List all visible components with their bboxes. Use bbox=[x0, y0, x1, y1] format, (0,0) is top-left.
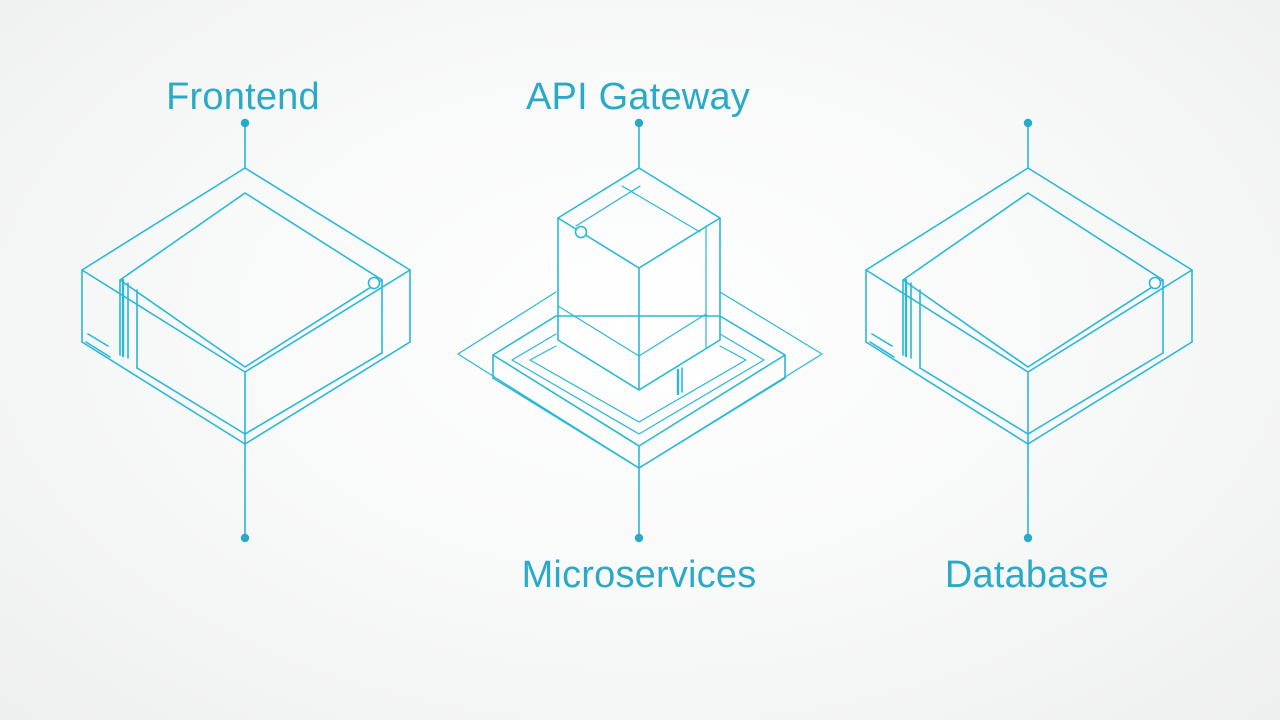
frontend-bottom-dot bbox=[240, 533, 250, 543]
gateway-top-dot bbox=[634, 118, 644, 128]
api-gateway-label: API Gateway bbox=[526, 76, 750, 118]
frontend-label: Frontend bbox=[166, 76, 320, 118]
database-top-dot bbox=[1023, 118, 1033, 128]
api-gateway-tower bbox=[457, 118, 823, 543]
database-server-box bbox=[865, 118, 1193, 543]
microservices-dot bbox=[634, 533, 644, 543]
frontend-top-dot bbox=[240, 118, 250, 128]
database-bottom-dot bbox=[1023, 533, 1033, 543]
frontend-server-box bbox=[81, 118, 411, 543]
database-label: Database bbox=[944, 554, 1110, 596]
microservices-label: Microservices bbox=[521, 554, 757, 596]
